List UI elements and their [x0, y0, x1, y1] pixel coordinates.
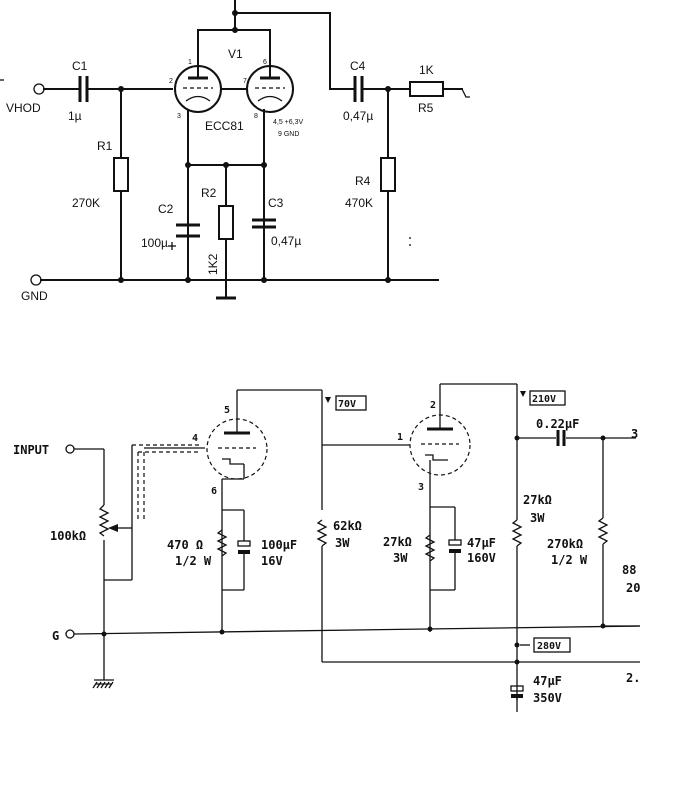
filter-cap-voltage: 350V — [533, 691, 562, 705]
rk2-power: 3W — [393, 551, 408, 565]
pin-6: 6 — [263, 59, 267, 66]
voltage-box-3 — [533, 637, 571, 653]
c4-value: 0,47µ — [343, 109, 373, 123]
stage2-plate-pin: 2 — [430, 400, 436, 411]
c2-value: 100µ — [141, 236, 168, 250]
ground-terminal — [30, 274, 42, 286]
r5-name: R5 — [418, 101, 434, 115]
pin-3: 3 — [177, 113, 181, 120]
r62k-value: 62kΩ — [333, 519, 362, 533]
ck2-value: 47µF — [467, 536, 496, 550]
top-schematic: VHOD GND C1 1µ R1 270K V1 ECC81 4,5 +6,3… — [0, 0, 470, 303]
capacitor-c3 — [252, 218, 276, 229]
r4-name: R4 — [355, 174, 371, 188]
resistor-62k — [316, 519, 328, 547]
c3-name: C3 — [268, 196, 284, 210]
edge-mark-88: 88 — [622, 563, 636, 577]
edge-mark-3: 3 — [631, 427, 638, 441]
r62k-power: 3W — [335, 536, 350, 550]
pin-8: 8 — [254, 113, 258, 120]
edge-mark-2: 2. — [626, 671, 640, 685]
capacitor-c4 — [353, 76, 364, 102]
resistor-r4 — [380, 157, 396, 192]
edge-mark-20: 20 — [626, 581, 640, 595]
cout-value: 0.22µF — [536, 417, 579, 431]
c3-value: 0,47µ — [271, 234, 301, 248]
stage1-cathode-pin: 6 — [211, 486, 217, 497]
resistor-load2 — [511, 519, 523, 547]
r1-value: 270K — [72, 196, 100, 210]
c2-name: C2 — [158, 202, 174, 216]
input-label: VHOD — [6, 101, 41, 115]
capacitor-c2 — [168, 223, 200, 250]
input-terminal-2 — [65, 444, 75, 454]
tube-name: V1 — [228, 47, 243, 61]
resistor-r2 — [218, 205, 234, 240]
ck2-voltage: 160V — [467, 551, 496, 565]
pin-1: 1 — [188, 59, 192, 66]
heater-gnd: 9 GND — [278, 131, 299, 138]
capacitor-ck2 — [448, 539, 462, 546]
ck1-value: 100µF — [261, 538, 297, 552]
rgrid-power: 1/2 W — [551, 553, 588, 567]
bottom-schematic: INPUT G 100kΩ 5 4 6 70V 470 Ω 1/2 W 100µ… — [13, 383, 640, 712]
stage1-voltage: 70V — [338, 399, 356, 410]
pin-2: 2 — [169, 78, 173, 85]
resistor-r5 — [409, 81, 444, 97]
potentiometer — [98, 504, 118, 537]
rk1-value: 470 Ω — [167, 538, 203, 552]
ground-label-2: G — [52, 629, 59, 643]
c4-name: C4 — [350, 59, 366, 73]
capacitor-filter — [510, 685, 524, 692]
stage2-grid-pin: 1 — [397, 432, 403, 443]
c1-name: C1 — [72, 59, 88, 73]
c1-value: 1µ — [68, 109, 82, 123]
heater-voltage: 4,5 +6,3V — [273, 119, 303, 126]
rk1-power: 1/2 W — [175, 554, 212, 568]
capacitor-output — [556, 430, 566, 446]
r2-value: 1K2 — [206, 253, 220, 275]
voltage-box-1 — [335, 395, 367, 411]
capacitor-ck1 — [237, 540, 251, 547]
r5-value: 1K — [419, 63, 434, 77]
pot-value: 100kΩ — [50, 529, 86, 543]
resistor-rk1 — [216, 529, 228, 557]
resistor-r1 — [113, 157, 129, 192]
pin-7: 7 — [243, 78, 247, 85]
input-label-2: INPUT — [13, 443, 49, 457]
capacitor-c1 — [78, 76, 89, 102]
r4-value: 470K — [345, 196, 373, 210]
rgrid-value: 270kΩ — [547, 537, 583, 551]
stage2-voltage: 210V — [532, 394, 556, 405]
stage1-grid-pin: 4 — [192, 433, 198, 444]
voltage-box-2 — [529, 390, 566, 406]
ck1-voltage: 16V — [261, 554, 283, 568]
resistor-grid — [597, 517, 609, 545]
r2-name: R2 — [201, 186, 217, 200]
input-terminal — [33, 83, 45, 95]
resistor-rk2 — [424, 534, 436, 562]
supply-voltage: 280V — [537, 641, 561, 652]
rk2-value: 27kΩ — [383, 535, 412, 549]
filter-cap-value: 47µF — [533, 674, 562, 688]
stage2-cathode-pin: 3 — [418, 482, 424, 493]
stage1-plate-pin: 5 — [224, 405, 230, 416]
ground-label: GND — [21, 289, 48, 303]
ground-terminal-2 — [65, 629, 75, 639]
tube-type: ECC81 — [205, 119, 244, 133]
r1-name: R1 — [97, 139, 113, 153]
rload2-value: 27kΩ — [523, 493, 552, 507]
rload2-power: 3W — [530, 511, 545, 525]
